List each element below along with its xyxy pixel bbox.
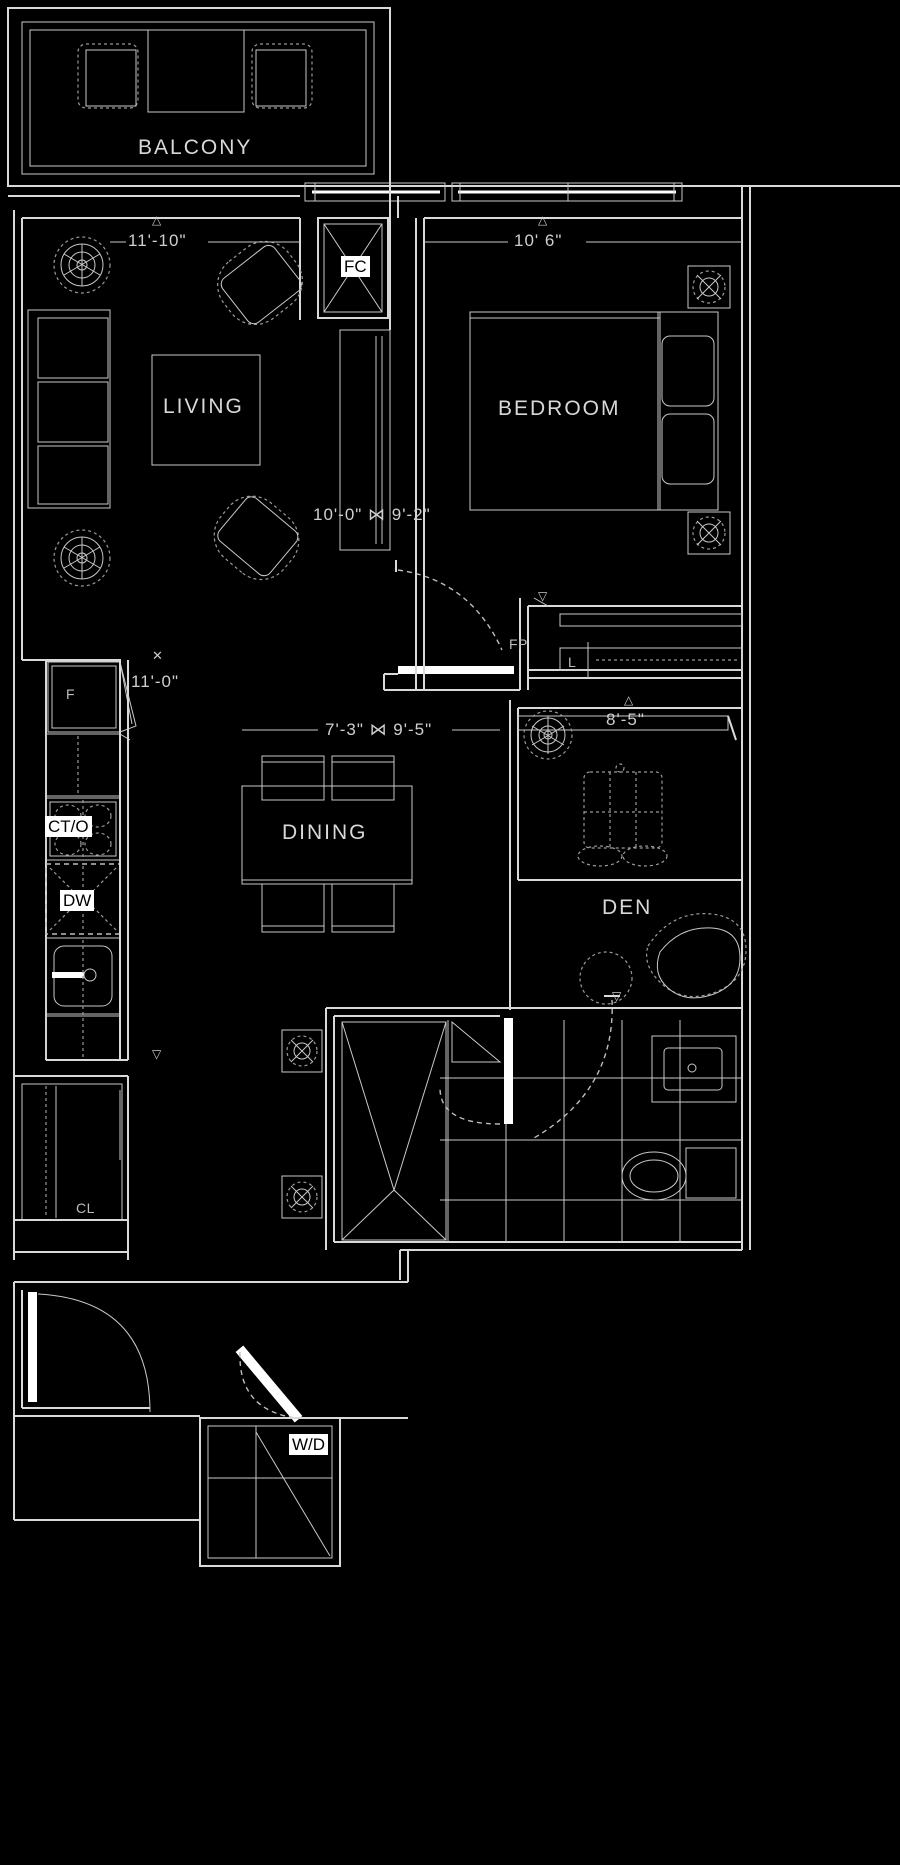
room-label-dining: DINING: [282, 821, 368, 844]
bathroom: [281, 1007, 742, 1250]
dimension-kitchen-length: 11'-0": [131, 672, 180, 691]
room-label-living: LIVING: [163, 395, 244, 418]
linen-tag: L: [568, 654, 577, 670]
balcony-furniture: [77, 29, 313, 113]
living-room-furniture: [27, 236, 303, 587]
toilet: [621, 1147, 737, 1201]
den-chair: [577, 763, 668, 867]
bath-sconce-top: [281, 1029, 323, 1073]
closet-tag: CL: [76, 1200, 95, 1216]
bedroom-entry-wall: [339, 186, 520, 691]
fan-coil-tag: FC: [341, 256, 370, 277]
washer-dryer-tag: W/D: [289, 1434, 329, 1455]
bedroom-furniture: [424, 241, 742, 555]
bathroom-tile-grid: [440, 1020, 742, 1242]
dimension-bedroom-width: 10' 6": [514, 231, 563, 250]
foyer-entry: [13, 1249, 742, 1520]
room-label-balcony: BALCONY: [138, 136, 253, 159]
kitchen-x-marker: ✕: [152, 648, 163, 663]
kitchen-down-marker: ▽: [152, 1047, 162, 1061]
cooktop-oven-tag: CT/O: [45, 816, 92, 837]
den-down-marker: ▽: [612, 989, 622, 1003]
plan-bottom-edges: [14, 1417, 408, 1521]
fireplace-media-wall: [519, 597, 743, 690]
den-area: [509, 700, 747, 1139]
entry-closet: [13, 1075, 129, 1260]
kitchen-run: [22, 659, 137, 1061]
fireplace-down-marker: ▽: [538, 589, 548, 603]
bedroom-walls: [415, 217, 742, 690]
bedroom-lamp-top: [687, 265, 731, 309]
bath-sconce-bottom: [281, 1175, 323, 1219]
fridge-tag: F: [66, 686, 76, 702]
bedroom-lamp-bottom: [687, 511, 731, 555]
den-width-up-marker: △: [624, 693, 634, 707]
living-room-walls: [13, 210, 301, 1130]
dimension-dining-size: 7'-3" ⋈ 9'-5": [325, 720, 433, 739]
dimension-living-width: 11'-10": [128, 231, 187, 250]
dishwasher-tag: DW: [60, 890, 95, 911]
dining-furniture: [241, 729, 500, 933]
den-accent-chair: [579, 913, 747, 1005]
room-label-den: DEN: [602, 896, 653, 919]
room-label-bedroom: BEDROOM: [498, 397, 621, 420]
bedroom-width-up-marker: △: [538, 213, 548, 227]
exterior-top-wall: [8, 182, 900, 1250]
dimension-den-width: 8'-5": [606, 710, 645, 729]
dimension-living-bedroom-depths: 10'-0" ⋈ 9'-2": [313, 505, 431, 524]
washer-dryer-closet: [199, 1417, 341, 1567]
living-width-up-marker: △: [152, 213, 162, 227]
fireplace-tag: FP: [509, 636, 528, 652]
